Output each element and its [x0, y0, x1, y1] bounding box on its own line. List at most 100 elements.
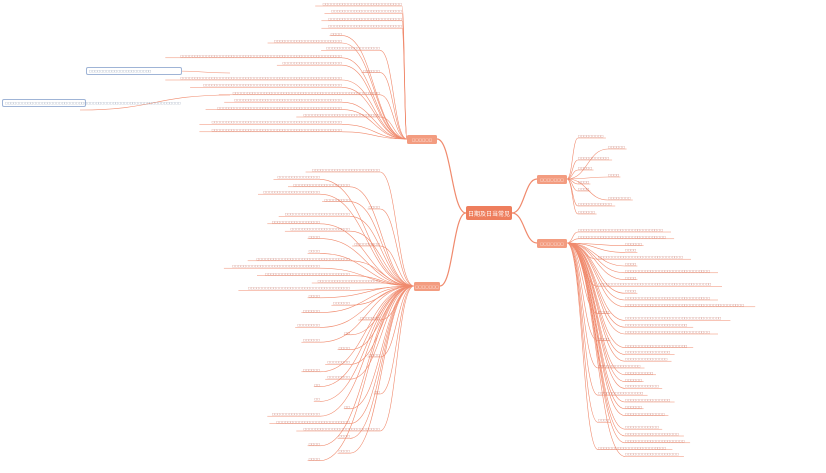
leaf-label[interactable]: □□□□□□ — [302, 338, 320, 343]
leaf-label[interactable]: □□□□□□ — [578, 210, 596, 214]
leaf-label[interactable]: □□□□ — [338, 345, 350, 350]
leaf-label[interactable]: □□□□□□□□□□□□□□□□□□□ — [625, 432, 679, 436]
leaf-label[interactable]: □□□□□□□□□□□□□□□□□□□□□□□□□□ — [328, 16, 402, 21]
leaf-label[interactable]: □□□□ — [330, 31, 342, 36]
leaf-label[interactable]: □□□□□□□□□□□□□□□□□□□□□□ — [625, 343, 688, 348]
leaf-label[interactable]: □□□□□□□□ — [608, 196, 631, 200]
leaf-label[interactable]: □□□□□□□□□□□□□□□□□□□□□□ — [625, 323, 688, 328]
node-n3[interactable]: □□□□□□ — [407, 135, 437, 144]
leaf-label[interactable]: □□□□□□□□□□□□□□□□□□□ — [625, 452, 679, 457]
leaf-label[interactable]: □□□□□□□□□□□□□□□□□□□□□□□□ — [273, 39, 342, 43]
leaf-label[interactable]: □□□□□□ — [625, 241, 643, 246]
leaf-label[interactable]: □□□□□□□□□□□□□□□□□□□□□□□□□□□□□□ — [264, 271, 350, 276]
leaf-label[interactable]: □□□□□□□□□□□□□□□ — [598, 364, 641, 368]
leaf-label[interactable]: □□□□□□□□□□□□□□□□□□□□ — [293, 182, 350, 187]
leaf-label[interactable]: □□□□□□□□□□ — [625, 370, 654, 375]
leaf-label[interactable]: □□□□ — [308, 293, 320, 298]
leaf-label[interactable]: □□□□□□□□□□□□□□□□□□□□□□□□□□□□□□□□□□□□□□ — [234, 98, 342, 103]
leaf-label[interactable]: □□□□□□□□□□□□□□□□□□□□□□□□□□□□□□□□□□□□□□□□… — [211, 120, 342, 125]
leaf-label[interactable]: □□□□□□□□□□□□□□□□□□□□□□□□□□□□ — [322, 2, 402, 6]
leaf-label[interactable]: □□□□□□□□□□□□□□□□□□□□□□□□ — [598, 445, 667, 450]
leaf-label[interactable]: □□□□□□□□ — [327, 375, 350, 380]
leaf-label[interactable]: □□□□□□□□□□□□□□□□□□□□□□ — [317, 279, 380, 283]
leaf-label[interactable]: □□□□ — [598, 418, 610, 423]
leaf-label[interactable]: □□□□□□□□□□□□□□□□□□□□ — [263, 190, 320, 195]
leaf-label[interactable]: □□ — [374, 390, 380, 394]
node-n2[interactable]: □□□□□□□ — [537, 239, 567, 248]
leaf-label[interactable]: □□□□□□□□□□□□□□□□□□□□□□□□□□□□□□□□□□□□□□□□… — [211, 127, 342, 132]
leaf-label[interactable]: □□□□ — [578, 180, 590, 184]
leaf-label[interactable]: □□□□□□□□□□□□□□□□□□□□□□□□□□□□□□ — [578, 228, 664, 232]
leaf-label[interactable]: □□□□□□□□□□□□□□□□ — [598, 391, 644, 396]
leaf-label[interactable]: □□□□ — [308, 249, 320, 254]
leaf-label[interactable]: □□□□□□□□□□□□□□□□□□□□□□□□□□□ — [303, 113, 380, 117]
leaf-label[interactable]: □□□□ — [598, 336, 610, 341]
leaf-label[interactable]: □□□□ — [308, 441, 320, 446]
leaf-label[interactable]: □□□□□□□□□□□□ — [578, 202, 613, 206]
leaf-label[interactable]: □□□□□□□□□□□□□□□□□□□ — [326, 46, 380, 51]
leaf-label[interactable]: □□□□□□□□□□□□□□□□□□□□□□□□□□□□□□□□□□□□□□□□… — [180, 53, 342, 58]
leaf-label[interactable]: □□□□□□□□□□□□□□□ — [277, 175, 320, 180]
leaf-label[interactable]: □□ — [314, 397, 320, 402]
leaf-label[interactable]: □□□□□□□□□□□□□□□□□□□□□□□□□□□□□□□ — [232, 264, 320, 269]
leaf-label[interactable]: □□□□□□□□□□□□ — [625, 425, 660, 430]
leaf-label[interactable]: □□□□□□ — [608, 145, 626, 149]
leaf-label[interactable]: □□□□□□□□□□□□□□□□□□□□□□□□□□□□□□□□□□□□□□□□… — [180, 76, 342, 80]
leaf-label[interactable]: □□□□□□□□□□□□□□□□□□□□□□□□□□□□□□□□□□ — [625, 316, 722, 321]
leaf-label[interactable]: □□□□□□□□□ — [578, 134, 604, 138]
leaf-label[interactable]: □□□□□□□ — [360, 316, 380, 320]
leaf-label[interactable]: □□□□□□□□□□□□□□□□□□□□□□□□□□□□□□ — [625, 296, 711, 300]
leaf-label[interactable]: □□□□□□□□□□□□□□□□□□□□□□□□□□□□□□□□□□□□□□□□… — [625, 302, 745, 307]
leaf-label[interactable]: □□□□ — [368, 205, 380, 209]
leaf-label[interactable]: □□□□□□□□□□□□□□□□□□□□□ — [625, 438, 685, 443]
leaf-label[interactable]: □□□□ — [625, 248, 637, 253]
leaf-label[interactable]: □□□□□□□□□□□□□□□□□□□□□□□□□□□□□□□□□□□□□□□□… — [203, 83, 342, 88]
leaf-label[interactable]: □□□□ — [338, 434, 350, 439]
leaf-label[interactable]: □□□□ — [308, 234, 320, 239]
leaf-label[interactable]: □□□□□□□□□□□□□□□□ — [625, 398, 671, 402]
leaf-label[interactable]: □□ — [344, 330, 350, 335]
leaf-label[interactable]: □□□□ — [308, 456, 320, 461]
leaf-label[interactable]: □□□□□□ — [332, 301, 350, 306]
leaf-label[interactable]: □□□□□□□□□□□□□□ — [625, 411, 665, 416]
leaf-label[interactable]: □□□□□□□□ — [327, 360, 350, 365]
leaf-label[interactable]: □□□□□□□□□□□□□□□□□□□□□ — [290, 227, 350, 232]
leaf-label[interactable]: □□□□□□□□□□□□□□□□□□□□□□□□□□□□□□□□□□□□□□□□ — [598, 282, 712, 287]
leaf-label[interactable]: □□□□□□□□□□□□□□□□□□□□□ — [282, 61, 342, 66]
leaf-label[interactable]: □□□□ — [625, 275, 637, 280]
leaf-label[interactable]: □□□□□□ — [302, 308, 320, 313]
node-n1[interactable]: □□□□□□□ — [537, 175, 567, 184]
leaf-label[interactable]: □□ — [344, 404, 350, 409]
root-node[interactable]: 日期及日当常见 — [466, 206, 512, 220]
leaf-label[interactable]: □□□□□□ — [362, 68, 380, 73]
leaf-label[interactable]: □□□□□□ — [302, 367, 320, 372]
leaf-label[interactable]: □□□□ — [608, 173, 620, 177]
leaf-label[interactable]: □□□□□□□□□□□□□□□□□□□□□□□□□□□□□□ — [598, 255, 684, 260]
leaf-label[interactable]: □□□□ — [578, 187, 590, 191]
leaf-label[interactable]: □□□□□□□□□□□□□□□□□□□□□□□ — [284, 212, 350, 217]
leaf-label[interactable]: □□□□□□□□□□□□□□□□□□□□□□□□□□□□□□ — [625, 330, 711, 334]
leaf-label[interactable]: □□□□ — [338, 449, 350, 454]
leaf-label[interactable]: □□□□ — [625, 289, 637, 294]
leaf-label[interactable]: □□ — [314, 382, 320, 387]
leaf-label[interactable]: □□□□□□□□□ — [354, 242, 380, 246]
leaf-label[interactable]: □□□□ — [368, 353, 380, 357]
leaf-label[interactable]: □□□□□□□□□□□□□□□□□□□□□□□□□□□□□□□□□□□□□□□□… — [217, 105, 342, 110]
leaf-label[interactable]: □□□□□□□□□□□ — [578, 156, 610, 160]
leaf-label[interactable]: □□□□ — [625, 262, 637, 266]
leaf-label[interactable]: □□□□□□□□ — [297, 323, 320, 328]
leaf-label[interactable]: □□□□□□□□□□□□□□□□□ — [271, 219, 320, 224]
leaf-label[interactable]: □□□□□□□□□□□□□□□□□□□□□□□□□□□□□□□□□□□□□□□□… — [232, 90, 380, 95]
leaf-label[interactable]: □□□□□□□□□□□□□□□□□□□□□□□□□□ — [276, 419, 350, 424]
leaf-label[interactable]: □□□□□□□□□□□□□□□□ — [625, 350, 671, 355]
leaf-label[interactable]: □□□□□□□□□□□□□□□□□□□□□□□□□□□□□□□□□ — [256, 256, 350, 261]
leaf-label[interactable]: □□□□□□□□□□□□□□□ — [625, 357, 668, 362]
leaf-label[interactable]: □□□□□□□□□□□□□□□□□□□□□□□□□□ — [328, 24, 402, 29]
leaf-label[interactable]: □□□□□□ — [625, 377, 643, 382]
leaf-label[interactable]: □□□□□□□□□□□□ — [625, 384, 660, 389]
leaf-label[interactable]: □□□□□□□□□□□□□□□□□□□□□□□□□□□ — [303, 427, 380, 431]
leaf-label[interactable]: □□□□□□□□□ — [324, 197, 350, 202]
leaf-label[interactable]: □□□□□□□□□□□□□□□□□□□□□□□□□ — [331, 9, 402, 14]
leaf-label[interactable]: □□□□□□□□□□□□□□□□□□□□□□□□□□□□□□ — [625, 268, 711, 273]
